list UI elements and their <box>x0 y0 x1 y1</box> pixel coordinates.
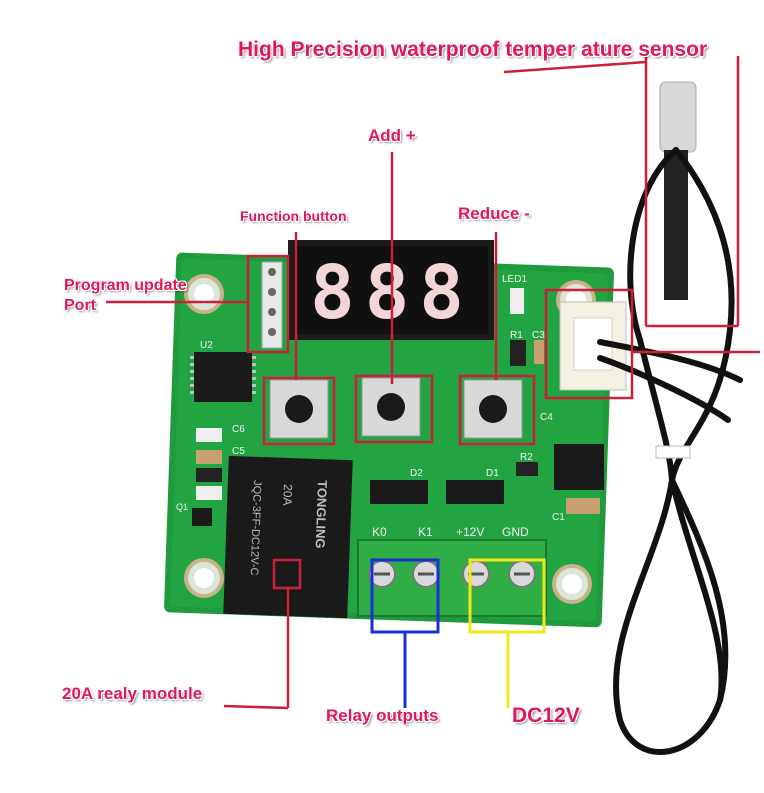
silk-u2: U2 <box>200 340 213 351</box>
silk-r2: R2 <box>520 452 533 463</box>
callout-lines-blue <box>370 558 440 708</box>
silkscreen-labels: LED1 R1 C3 C6 C5 D2 D1 R2 C1 C4 Q1 <box>176 274 565 523</box>
silk-12v: +12V <box>456 525 484 539</box>
label-function-button: Function button <box>240 208 347 224</box>
function-button-body[interactable] <box>269 379 329 439</box>
callout-lines-red <box>106 56 760 710</box>
label-reduce: Reduce - <box>458 204 530 223</box>
relay-rating: 20A <box>280 484 295 506</box>
relay-model: JQC-3FF-DC12V-C <box>248 480 263 576</box>
smd-components <box>192 288 604 526</box>
silk-c3: C3 <box>532 330 545 341</box>
reduce-button-body[interactable] <box>463 379 523 439</box>
silk-d2: D2 <box>410 468 423 479</box>
label-dc12v: DC12V <box>512 704 580 727</box>
silk-r1: R1 <box>510 330 523 341</box>
program-port-header <box>261 261 283 349</box>
label-add: Add + <box>368 126 416 145</box>
silk-led1: LED1 <box>502 274 527 285</box>
label-relay-module: 20A realy module <box>62 684 203 703</box>
label-sensor: High Precision waterproof temper ature s… <box>238 38 708 61</box>
silk-k1: K1 <box>418 525 433 539</box>
silk-d1: D1 <box>486 468 499 479</box>
label-program-port: Program update Port <box>64 276 187 316</box>
label-relay-outputs: Relay outputs <box>326 706 439 725</box>
callout-lines-yellow <box>468 558 546 708</box>
terminal-block: K0 K1 +12V GND <box>357 525 547 617</box>
label-program-line2: Port <box>64 297 96 314</box>
display-digits: 888 <box>310 250 474 336</box>
cable-tie <box>655 445 691 459</box>
relay-module: TONGLING 20A JQC-3FF-DC12V-C <box>223 455 353 619</box>
silk-c4: C4 <box>540 412 553 423</box>
label-program-line1: Program update <box>64 277 187 294</box>
silk-c1: C1 <box>552 512 565 523</box>
ic-u2: U2 <box>190 340 256 402</box>
silk-c5: C5 <box>232 446 245 457</box>
silk-k0: K0 <box>372 525 387 539</box>
silk-c6: C6 <box>232 424 245 435</box>
add-button-body[interactable] <box>361 377 421 437</box>
relay-brand: TONGLING <box>313 480 330 549</box>
silk-q1: Q1 <box>176 502 188 512</box>
silk-gnd: GND <box>502 525 529 539</box>
sensor-probe <box>659 81 697 300</box>
